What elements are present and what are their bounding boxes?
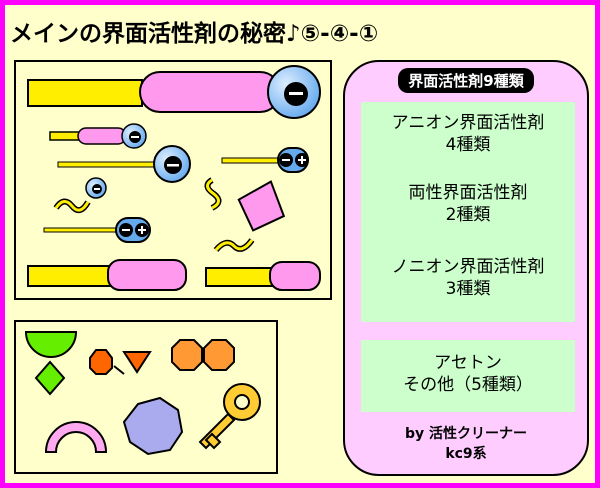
type-nonionic-count: 3種類 <box>445 279 491 299</box>
shapes-panel <box>14 320 278 474</box>
connector-line <box>113 365 125 375</box>
page-title: メインの界面活性剤の秘密♪⑤-④-① <box>10 21 379 47</box>
half-circle-shape <box>24 331 78 358</box>
surfactant-types-panel: 界面活性剤9種類 アニオン界面活性剤 4種類 両性界面活性剤 2種類 ノニオン界… <box>343 60 589 476</box>
types-header-label: 界面活性剤9種類 <box>398 68 534 93</box>
type-item-nonionic: ノニオン界面活性剤 3種類 <box>361 256 575 300</box>
shapes-illustration <box>24 331 261 456</box>
wavy-anionic-molecule <box>53 177 107 214</box>
nonionic-molecule <box>204 177 286 253</box>
other-types-box: アセトン その他（5種類） <box>361 340 575 412</box>
type-item-amphoteric: 両性界面活性剤 2種類 <box>361 182 575 226</box>
orange-octagon-small <box>89 349 113 375</box>
types-list-box: アニオン界面活性剤 4種類 両性界面活性剤 2種類 ノニオン界面活性剤 3種類 <box>361 102 575 322</box>
type-nonionic-name: ノニオン界面活性剤 <box>391 257 545 277</box>
large-anionic-molecule <box>27 65 321 119</box>
type-item-other: アセトン その他（5種類） <box>361 352 575 396</box>
pink-arch-shape <box>44 421 108 453</box>
credit: by 活性クリーナー kc9系 <box>345 424 587 464</box>
bottom-anionic-molecule-left <box>27 259 187 291</box>
type-amphoteric-count: 2種類 <box>445 205 491 225</box>
credit-line1: by 活性クリーナー <box>404 426 528 442</box>
type-amphoteric-name: 両性界面活性剤 <box>408 183 528 203</box>
credit-line2: kc9系 <box>445 446 487 462</box>
type-anionic-count: 4種類 <box>445 135 491 155</box>
type-anionic-name: アニオン界面活性剤 <box>391 113 545 133</box>
yellow-key-shape <box>198 383 261 450</box>
orange-triangle-shape <box>122 351 152 374</box>
amphoteric-molecule-top <box>221 147 309 173</box>
thin-anionic-molecule <box>57 145 191 183</box>
surfactant-molecules-panel <box>14 60 332 300</box>
green-diamond-shape <box>34 360 66 396</box>
type-item-anionic: アニオン界面活性剤 4種類 <box>361 112 575 156</box>
molecules-illustration <box>27 65 321 291</box>
amphoteric-molecule-middle <box>43 217 151 243</box>
medium-anionic-molecule <box>49 123 147 149</box>
bottom-anionic-molecule-right <box>205 261 321 291</box>
orange-octagon-left <box>171 339 203 371</box>
type-acetone-name: アセトン <box>434 353 502 373</box>
purple-nonagon-shape <box>122 396 184 456</box>
orange-octagon-right <box>203 339 235 371</box>
type-other-count: その他（5種類） <box>403 375 533 395</box>
types-header: 界面活性剤9種類 <box>345 68 587 93</box>
